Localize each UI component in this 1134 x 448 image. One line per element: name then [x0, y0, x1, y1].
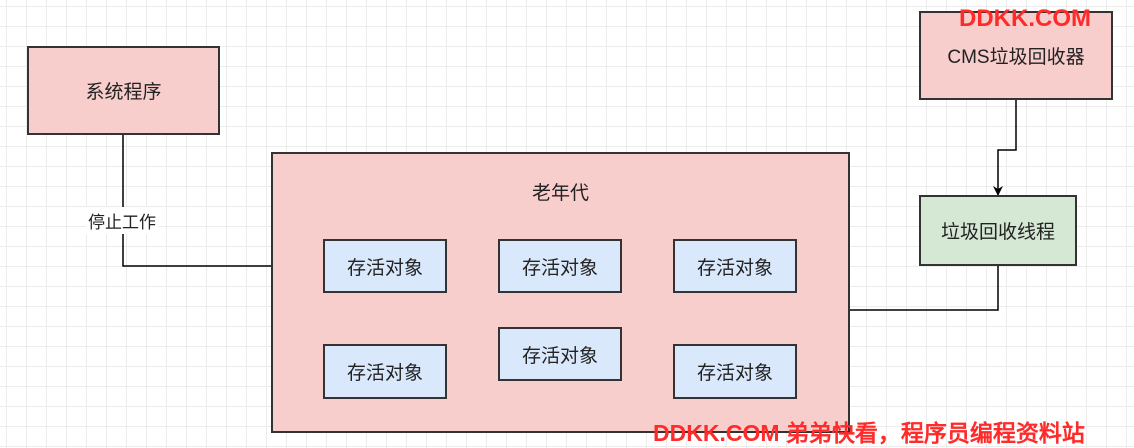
watermark-bottom: DDKK.COM 弟弟快看，程序员编程资料站 — [653, 420, 1085, 446]
cms-collector-node: CMS垃圾回收器 — [919, 11, 1113, 100]
live-object-1: 存活对象 — [323, 239, 447, 293]
live-object-5: 存活对象 — [498, 327, 622, 381]
edge-system-to-live-object — [122, 134, 324, 271]
system-program-node: 系统程序 — [27, 46, 220, 135]
watermark-top: DDKK.COM — [959, 5, 1091, 32]
old-generation-title: 老年代 — [531, 183, 589, 204]
live-object-6: 存活对象 — [673, 344, 797, 399]
live-object-2: 存活对象 — [498, 239, 622, 293]
edge-cms-to-gc-thread — [993, 99, 1017, 196]
live-object-4: 存活对象 — [323, 344, 447, 399]
gc-thread-node: 垃圾回收线程 — [919, 195, 1077, 266]
live-object-3: 存活对象 — [673, 239, 797, 293]
stop-work-label: 停止工作 — [86, 207, 158, 234]
